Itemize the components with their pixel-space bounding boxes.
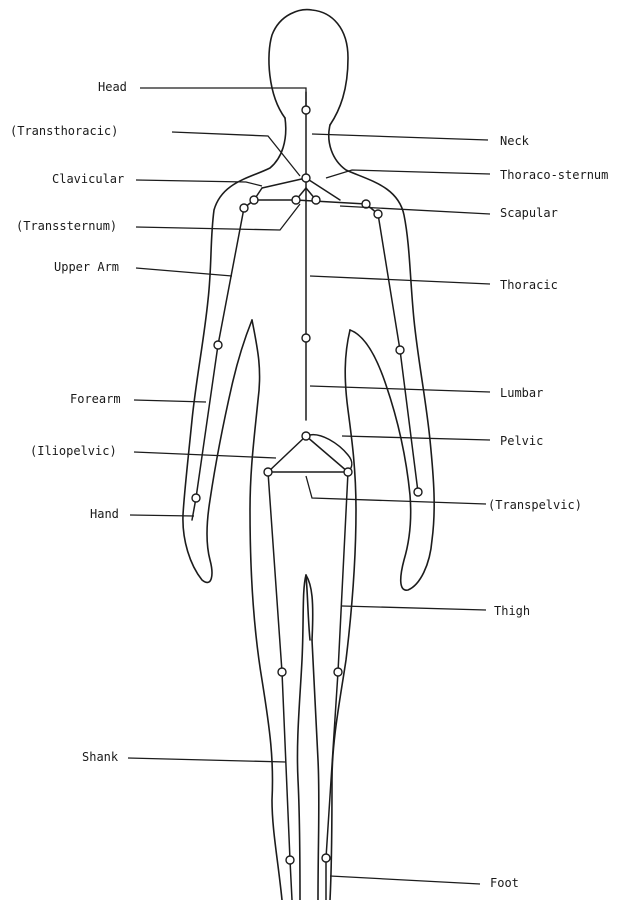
left-elbow-joint bbox=[214, 341, 222, 349]
head-joint bbox=[302, 106, 310, 114]
left-wrist-joint bbox=[192, 494, 200, 502]
label-clavicular: Clavicular bbox=[52, 172, 124, 186]
leader-transpelvic bbox=[306, 476, 486, 504]
leader-head bbox=[140, 88, 306, 106]
leader-scapular bbox=[340, 206, 490, 214]
leader-transsternum bbox=[136, 204, 300, 230]
leader-iliopelvic bbox=[134, 452, 276, 458]
leader-thoracic bbox=[310, 276, 490, 284]
right-elbow-joint bbox=[396, 346, 404, 354]
right-hip-joint bbox=[344, 468, 352, 476]
label-thigh: Thigh bbox=[494, 604, 530, 618]
label-foot: Foot bbox=[490, 876, 519, 890]
label-thoraco-sternum: Thoraco-sternum bbox=[500, 168, 608, 182]
right-clavicle-joint bbox=[312, 196, 320, 204]
leader-thigh bbox=[342, 606, 486, 610]
left-shoulder-joint bbox=[250, 196, 258, 204]
label-transsternum: (Transsternum) bbox=[16, 219, 117, 233]
leader-foot bbox=[330, 876, 480, 884]
leader-clavicular bbox=[136, 180, 262, 186]
leader-hand bbox=[130, 515, 194, 516]
segment-lines bbox=[192, 92, 418, 900]
left-clavicle-joint bbox=[292, 196, 300, 204]
label-shank: Shank bbox=[82, 750, 118, 764]
label-lumbar: Lumbar bbox=[500, 386, 543, 400]
label-hand: Hand bbox=[90, 507, 119, 521]
left-inner-leg-outline bbox=[297, 575, 306, 900]
crotch-outline bbox=[306, 575, 313, 640]
right-upper-shoulder-joint bbox=[374, 210, 382, 218]
label-thoracic: Thoracic bbox=[500, 278, 558, 292]
lumbar-joint bbox=[302, 432, 310, 440]
leader-lines bbox=[128, 88, 490, 884]
right-ankle-joint bbox=[322, 854, 330, 862]
left-hip-joint bbox=[264, 468, 272, 476]
right-inner-leg-outline bbox=[312, 640, 319, 900]
label-forearm: Forearm bbox=[70, 392, 121, 406]
joint-markers bbox=[192, 106, 422, 864]
right-wrist-joint bbox=[414, 488, 422, 496]
leader-shank bbox=[128, 758, 286, 762]
leader-lumbar bbox=[310, 386, 490, 392]
right-shoulder-outline bbox=[329, 125, 434, 590]
neck-joint bbox=[302, 174, 310, 182]
label-iliopelvic: (Iliopelvic) bbox=[30, 444, 117, 458]
leader-forearm bbox=[134, 400, 206, 402]
body-outline bbox=[183, 10, 434, 900]
label-transpelvic: (Transpelvic) bbox=[488, 498, 582, 512]
right-knee-joint bbox=[334, 668, 342, 676]
leader-pelvic bbox=[342, 436, 490, 440]
label-head: Head bbox=[98, 80, 127, 94]
leader-neck bbox=[312, 134, 488, 140]
label-upper-arm: Upper Arm bbox=[54, 260, 119, 274]
thoracic-joint bbox=[302, 334, 310, 342]
label-scapular: Scapular bbox=[500, 206, 558, 220]
leader-upper-arm bbox=[136, 268, 232, 276]
right-torso-leg-outline bbox=[330, 330, 356, 900]
left-knee-joint bbox=[278, 668, 286, 676]
label-transthoracic: (Transthoracic) bbox=[10, 124, 118, 138]
label-pelvic: Pelvic bbox=[500, 434, 543, 448]
left-upper-shoulder-joint bbox=[240, 204, 248, 212]
label-neck: Neck bbox=[500, 134, 529, 148]
left-ankle-joint bbox=[286, 856, 294, 864]
